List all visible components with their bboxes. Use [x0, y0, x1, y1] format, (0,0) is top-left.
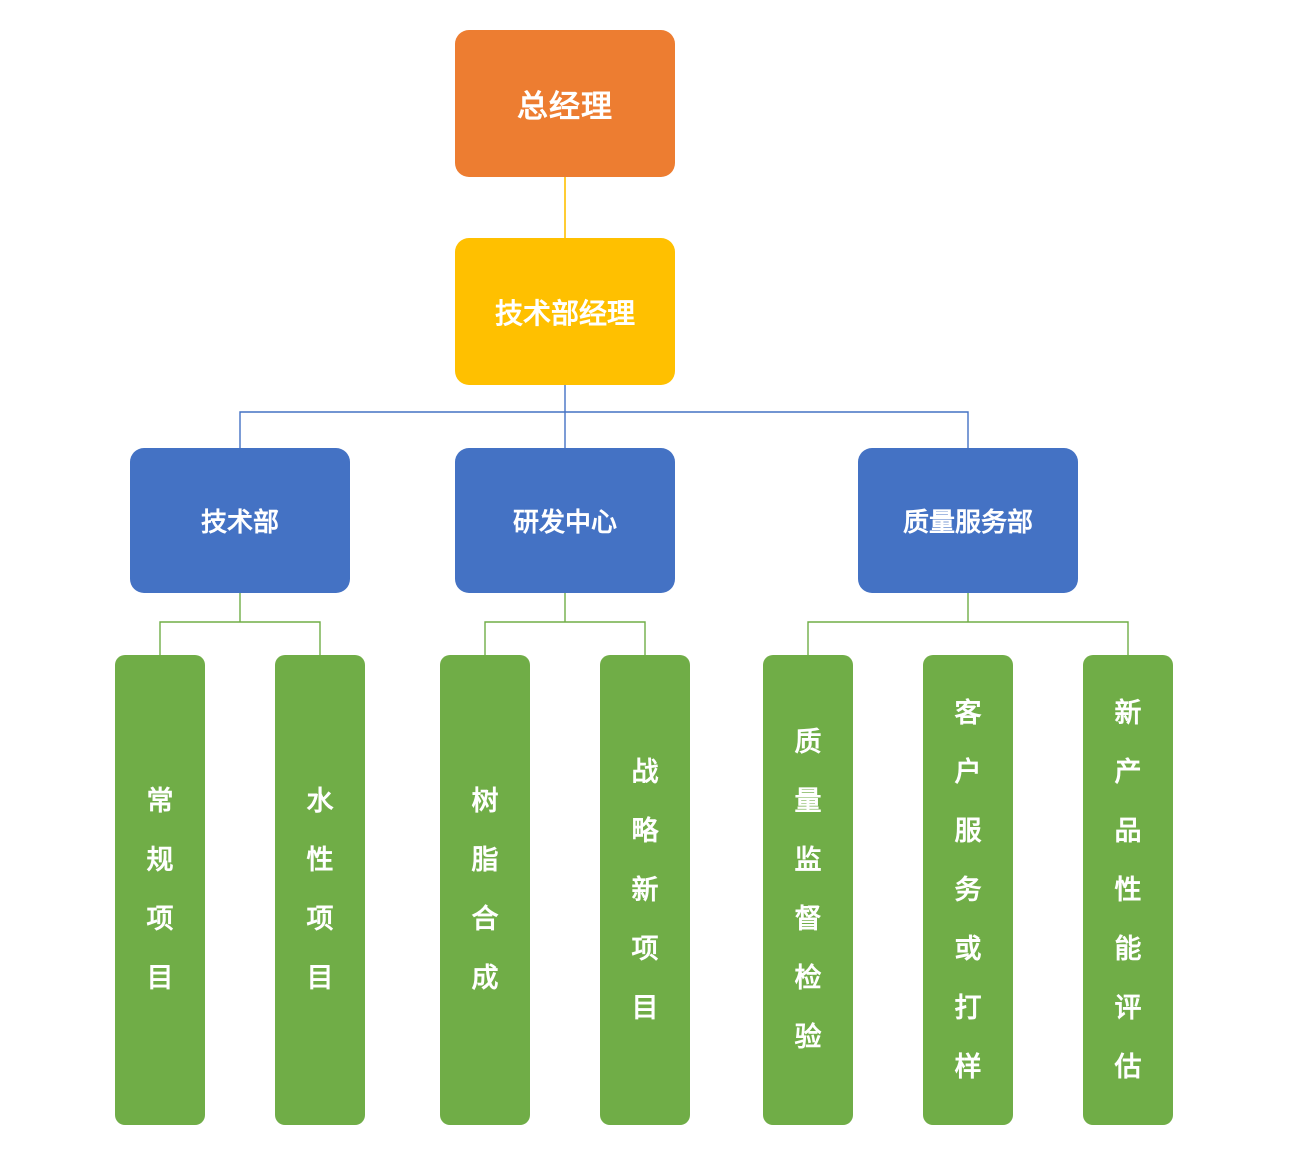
- leaf-node-waterbased-projects: 水性项目: [275, 655, 365, 1125]
- leaf-node-strategic-new-projects: 战略新项目: [600, 655, 690, 1125]
- leaf-node-new-product-performance-evaluation: 新产品性能评估: [1083, 655, 1173, 1125]
- node-rd-center: 研发中心: [455, 448, 675, 593]
- node-rd-center-label: 研发中心: [512, 507, 617, 537]
- leaf-label: 质量监督检验: [794, 727, 822, 1052]
- leaf-node-customer-service-sampling: 客户服务或打样: [923, 655, 1013, 1125]
- node-general-manager-label: 总经理: [517, 89, 613, 124]
- node-tech-dept-manager-label: 技术部经理: [494, 297, 635, 329]
- leaf-node-resin-synthesis: 树脂合成: [440, 655, 530, 1125]
- node-general-manager: 总经理: [455, 30, 675, 177]
- node-technical-department-label: 技术部: [200, 507, 279, 537]
- leaf-label: 常规项目: [146, 786, 174, 993]
- node-quality-service-department: 质量服务部: [858, 448, 1078, 593]
- leaf-label: 新产品性能评估: [1114, 697, 1142, 1082]
- leaf-node-regular-projects: 常规项目: [115, 655, 205, 1125]
- leaf-label: 树脂合成: [471, 786, 499, 993]
- connector-dept3-to-leaves: [807, 593, 1129, 655]
- connector-manager-to-departments: [239, 385, 969, 448]
- connector-dept1-to-leaves: [159, 593, 321, 655]
- leaf-node-quality-supervision-inspection: 质量监督检验: [763, 655, 853, 1125]
- node-technical-department: 技术部: [130, 448, 350, 593]
- leaf-label: 水性项目: [306, 786, 334, 993]
- connector-dept2-to-leaves: [484, 593, 646, 655]
- node-quality-service-department-label: 质量服务部: [902, 507, 1033, 537]
- node-tech-dept-manager: 技术部经理: [455, 238, 675, 385]
- leaf-label: 战略新项目: [631, 756, 659, 1023]
- leaf-label: 客户服务或打样: [954, 697, 982, 1082]
